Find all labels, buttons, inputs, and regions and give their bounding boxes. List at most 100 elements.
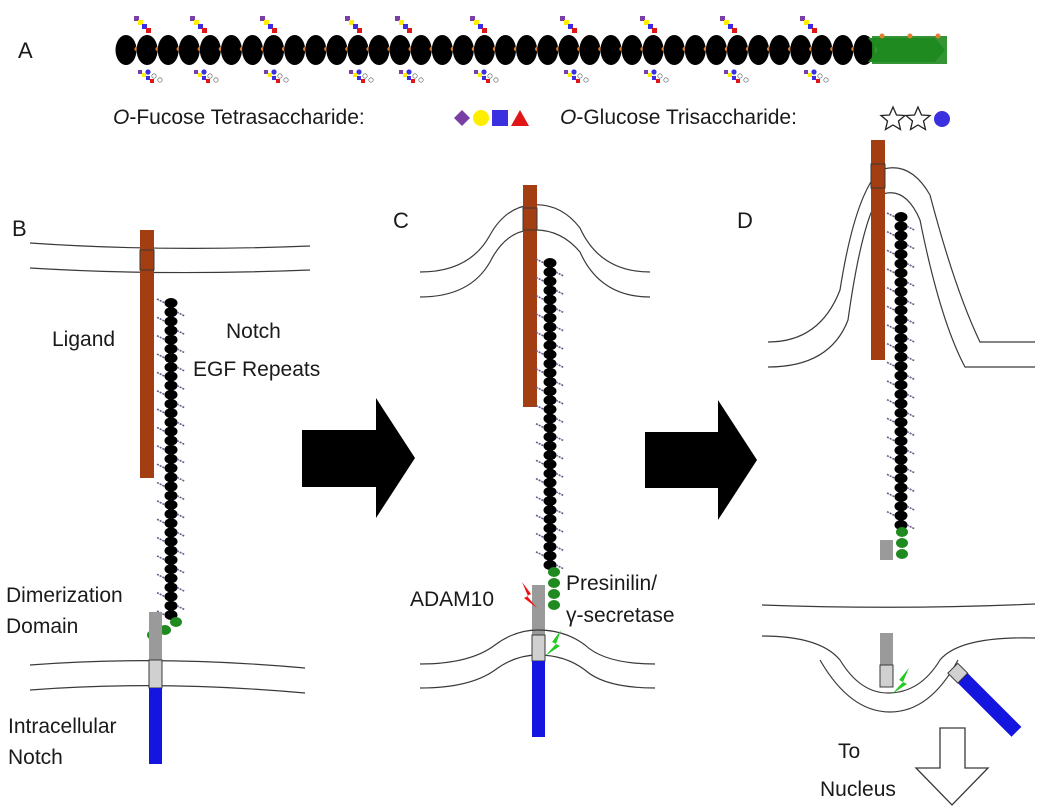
- glycan-sugar: [644, 70, 648, 74]
- glycan-stub: [906, 356, 916, 362]
- glycan-sugar: [657, 73, 663, 79]
- right-arrow-icon: [645, 400, 757, 520]
- egf-repeat: [164, 527, 178, 538]
- egf-repeat: [894, 426, 908, 437]
- egf-repeat: [164, 435, 178, 446]
- egf-repeat: [894, 314, 908, 325]
- glycan-sugar: [407, 76, 411, 80]
- egf-repeat: [199, 35, 221, 65]
- egf-repeat: [537, 35, 559, 65]
- ligand-cell-membrane: [767, 167, 1035, 343]
- glycan-stub: [535, 404, 545, 411]
- glycan-stub: [906, 393, 916, 400]
- ligand: [523, 185, 537, 407]
- glycan-sugar: [493, 77, 499, 83]
- egf-repeat: [894, 342, 908, 353]
- glycan-sugar: [652, 28, 657, 33]
- egf-repeat: [726, 35, 748, 65]
- egf-repeat: [894, 398, 908, 409]
- glycan-sugar: [134, 16, 139, 21]
- glycan-stub: [906, 505, 916, 512]
- glycan-stub: [555, 564, 565, 570]
- glycan-sugar: [207, 73, 213, 79]
- egf-repeat: [543, 258, 557, 268]
- dimerization-label: Dimerization: [6, 584, 123, 607]
- glycan-sugar: [399, 20, 404, 25]
- glucose-trisaccharide-glyph: [731, 69, 749, 83]
- egf-repeat: [705, 35, 727, 65]
- fucose-tetrasaccharide-glyph: [644, 70, 660, 83]
- intracellular-label: Intracellular: [8, 715, 117, 738]
- glycan-stub: [535, 459, 545, 466]
- glycan-stub: [535, 294, 545, 301]
- glycan-sugar: [201, 69, 207, 75]
- glycan-stub: [886, 473, 896, 480]
- intracellular-notch: [532, 661, 545, 737]
- glycan-stub: [886, 324, 896, 330]
- egf-repeat: [894, 380, 908, 390]
- glycan-sugar: [808, 24, 813, 29]
- glycan-stub: [886, 380, 896, 386]
- egf-repeat: [543, 413, 557, 424]
- glycan-stub: [906, 244, 916, 250]
- glycan-sugar: [198, 73, 202, 77]
- egf-repeat: [543, 376, 557, 387]
- glycan-stub: [176, 513, 186, 519]
- glycan-sugar: [213, 77, 219, 83]
- glycan-sugar: [264, 20, 269, 25]
- cleaved-dimerization-fragment: [880, 540, 893, 560]
- egf-repeat: [543, 422, 557, 433]
- glycan-stub: [156, 353, 166, 359]
- glycan-sugar: [206, 79, 210, 83]
- glycan-stub: [176, 605, 186, 611]
- glycan-sugar: [272, 28, 277, 33]
- glycan-stub: [555, 417, 565, 424]
- glucose-trisaccharide-glyph: [271, 69, 289, 83]
- glycan-sugar: [564, 70, 568, 74]
- egf-repeat: [894, 436, 908, 446]
- glycan-stub: [156, 298, 166, 304]
- glycan-sugar: [724, 70, 728, 74]
- glycan-sugar: [202, 28, 207, 33]
- egf-repeat: [894, 482, 908, 493]
- egf-repeat: [543, 294, 557, 305]
- egf-repeat: [894, 212, 908, 222]
- egf-repeat: [326, 35, 348, 65]
- legend-fucose-text: -Fucose Tetrasaccharide:: [129, 106, 364, 129]
- egf-repeat: [164, 499, 178, 510]
- egf-repeat: [748, 35, 770, 65]
- egf-repeat: [543, 349, 557, 360]
- glucose-trisaccharide-glyph: [145, 69, 163, 83]
- egf-repeat: [894, 324, 908, 334]
- egf-repeat: [558, 35, 580, 65]
- notch-label: Notch: [226, 320, 281, 343]
- egf-repeat: [164, 490, 178, 501]
- egf-repeat: [164, 509, 178, 520]
- glycan-sugar: [808, 73, 812, 77]
- glycan-stub: [886, 510, 896, 517]
- glycan-sugar: [349, 20, 354, 25]
- glycan-stub: [156, 426, 166, 433]
- glycan-sugar: [412, 73, 418, 79]
- glycan-stub: [176, 311, 186, 317]
- glucose-trisaccharide-glyph: [406, 69, 424, 83]
- secretase-lightning-icon: [545, 630, 561, 656]
- notch-cell-membrane: [419, 629, 656, 665]
- glycan-stub: [555, 454, 565, 460]
- egf-repeat: [543, 550, 557, 561]
- egf-repeat: [164, 463, 178, 474]
- egf-repeat: [543, 386, 557, 397]
- right-arrow-icon: [302, 398, 415, 518]
- notch-transmembrane: [531, 634, 546, 662]
- egf-repeat: [811, 35, 833, 65]
- egf-repeat: [894, 277, 908, 288]
- glycan-stub: [176, 384, 186, 391]
- ligand-transmembrane: [870, 163, 886, 189]
- fucose-diamond-icon: [454, 110, 470, 126]
- egf-repeat: [894, 389, 908, 400]
- egf-repeat: [543, 441, 557, 452]
- glycan-decorations: [134, 16, 829, 83]
- egf-repeat: [164, 536, 178, 547]
- glycan-stub: [535, 551, 545, 557]
